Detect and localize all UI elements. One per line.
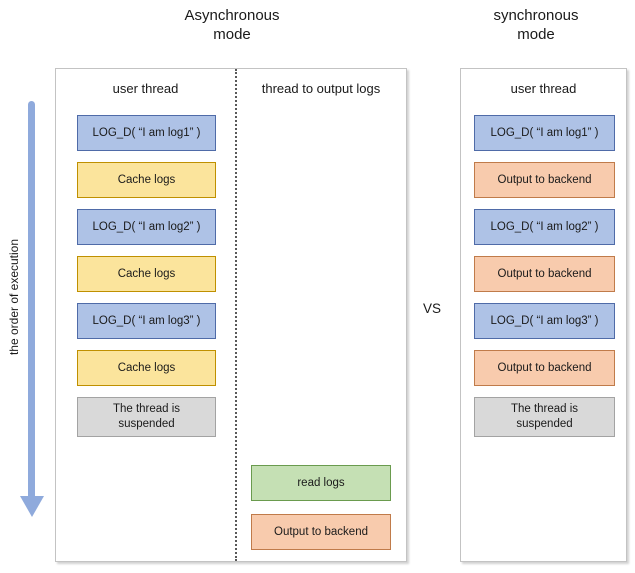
sync-mode-title-line2: mode <box>517 26 555 43</box>
log-box: LOG_D( “I am log1” ) <box>77 115 216 151</box>
async-output-thread-header: thread to output logs <box>261 81 381 96</box>
output-box: Output to backend <box>474 256 615 292</box>
vs-label: VS <box>422 301 441 316</box>
async-user-thread-header: user thread <box>112 81 179 96</box>
async-mode-title-line1: Asynchronous <box>184 7 280 24</box>
log-box: LOG_D( “I am log3” ) <box>77 303 216 339</box>
output-box: Output to backend <box>474 350 615 386</box>
suspended-box: The thread is suspended <box>77 397 216 437</box>
async-panel: user thread thread to output logs LOG_D(… <box>55 68 407 562</box>
read-box: read logs <box>251 465 391 501</box>
log-box: LOG_D( “I am log3” ) <box>474 303 615 339</box>
async-mode-title: Asynchronous mode <box>132 6 332 44</box>
async-mode-title-line2: mode <box>213 26 251 43</box>
log-box: LOG_D( “I am log1” ) <box>474 115 615 151</box>
thread-divider-dotted-line <box>235 69 237 561</box>
execution-order-label: the order of execution <box>7 238 21 356</box>
output-box: Output to backend <box>474 162 615 198</box>
log-box: LOG_D( “I am log2” ) <box>77 209 216 245</box>
sync-panel: user thread LOG_D( “I am log1” ) Output t… <box>460 68 627 562</box>
execution-order-arrow-head-icon <box>20 496 44 517</box>
suspended-box: The thread is suspended <box>474 397 615 437</box>
cache-box: Cache logs <box>77 256 216 292</box>
sync-user-thread-header: user thread <box>510 81 577 96</box>
cache-box: Cache logs <box>77 162 216 198</box>
sync-mode-title-line1: synchronous <box>493 7 579 24</box>
output-box: Output to backend <box>251 514 391 550</box>
log-box: LOG_D( “I am log2” ) <box>474 209 615 245</box>
execution-order-arrow-shaft <box>28 101 35 497</box>
cache-box: Cache logs <box>77 350 216 386</box>
sync-mode-title: synchronous mode <box>436 6 635 44</box>
